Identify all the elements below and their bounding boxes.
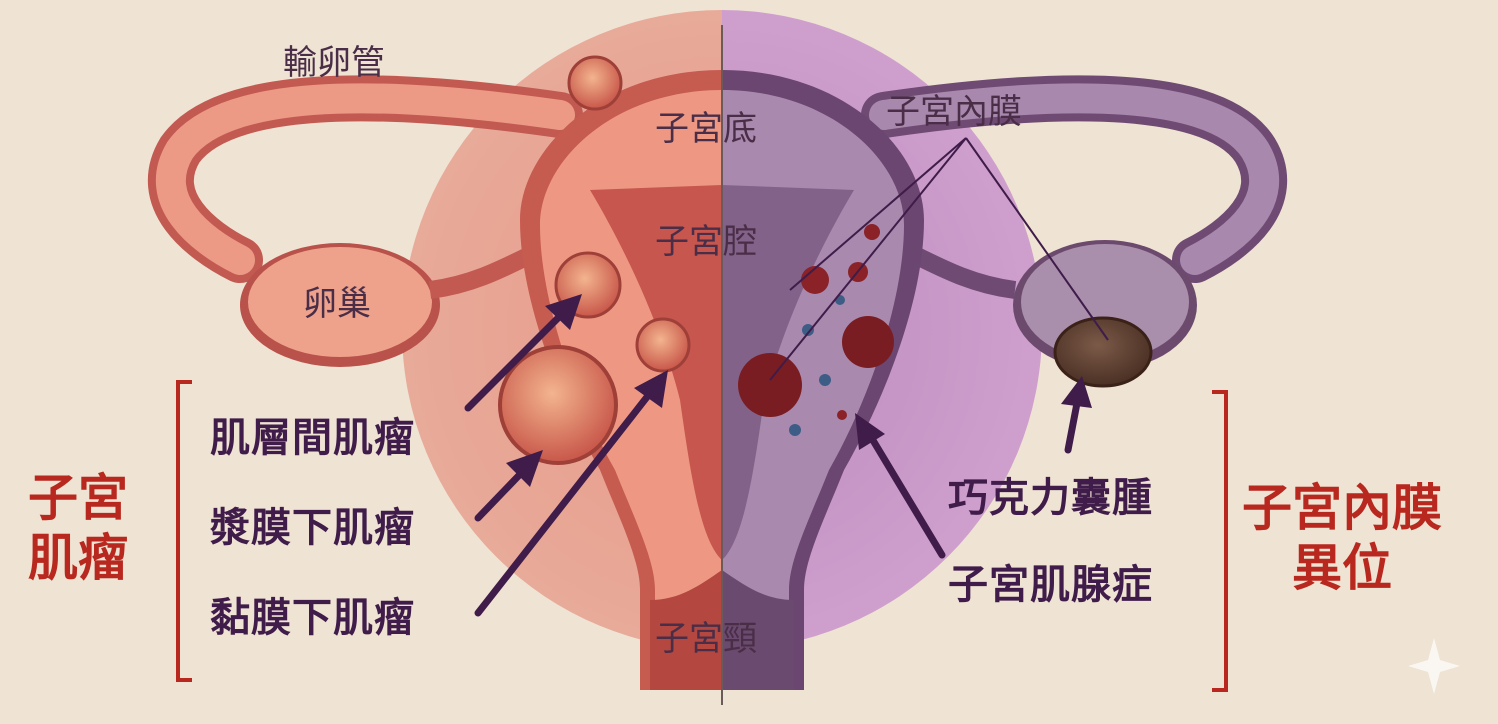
subserosal-fibroid-label: 漿膜下肌瘤	[210, 505, 415, 551]
uterus-left-half	[147, 55, 722, 690]
cervix-label: 子宮頸	[655, 619, 757, 659]
fundus-label: 子宮底	[655, 109, 757, 149]
ovary-label: 卵巢	[303, 284, 371, 324]
arrow-intramural	[464, 304, 572, 412]
endometriosis-category-line2: 異位	[1292, 539, 1392, 597]
arrow-adenomyosis	[864, 428, 946, 559]
chocolate-cyst-label: 巧克力囊腫	[948, 475, 1153, 521]
submucosal-fibroid-label: 黏膜下肌瘤	[210, 595, 415, 641]
pointer-arrows	[464, 294, 1092, 617]
fibroid-category-heading: 子宮 肌瘤	[28, 468, 128, 588]
intramural-fibroid-label: 肌層間肌瘤	[210, 415, 415, 461]
endometriosis-category-heading: 子宮內膜 異位	[1242, 478, 1442, 598]
arrow-chocolate-cyst	[1064, 394, 1082, 454]
uterus-right-half	[722, 70, 1288, 690]
right-bracket	[1212, 390, 1228, 692]
cavity-label: 子宮腔	[655, 222, 757, 262]
sparkle-icon	[1408, 638, 1460, 694]
endometriosis-category-line1: 子宮內膜	[1242, 479, 1442, 537]
fibroid-category-line2: 肌瘤	[28, 529, 128, 587]
endometrium-leader-lines	[769, 137, 1109, 381]
adenomyosis-label: 子宮肌腺症	[948, 562, 1153, 608]
fallopian-tube-label: 輸卵管	[283, 43, 385, 83]
endometrium-label: 子宮內膜	[886, 92, 1022, 132]
left-bracket	[176, 380, 192, 682]
fibroid-category-line1: 子宮	[28, 469, 128, 527]
arrow-submucosal	[474, 384, 658, 617]
